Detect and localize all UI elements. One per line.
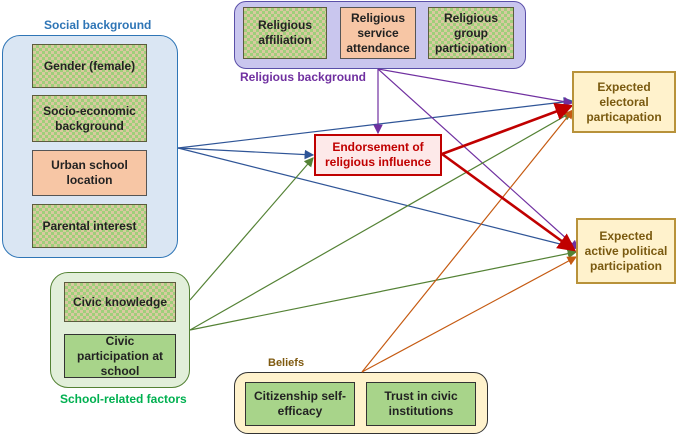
- arrow-beliefs-to-active: [361, 256, 578, 373]
- religious-attendance-box: Religious service attendance: [340, 7, 416, 59]
- arrow-social-to-electoral: [177, 97, 574, 149]
- arrow-beliefs-to-electoral: [361, 109, 574, 373]
- citizenship-self-efficacy-box: Citizenship self-efficacy: [245, 382, 355, 426]
- civic-participation-box: Civic participation at school: [64, 334, 176, 378]
- arrow-religious-to-electoral: [377, 68, 574, 107]
- social-background-label: Social background: [44, 18, 152, 32]
- religious-affiliation-box: Religious affiliation: [243, 7, 327, 59]
- parental-interest-box: Parental interest: [32, 204, 147, 248]
- arrow-school-to-endorsement: [189, 157, 314, 301]
- expected-active-box: Expected active political participation: [576, 218, 676, 284]
- arrow-endorsement-to-electoral: [441, 102, 574, 156]
- school-factors-label: School-related factors: [60, 392, 187, 406]
- endorsement-box: Endorsement of religious influence: [314, 134, 442, 176]
- beliefs-label: Beliefs: [268, 357, 305, 369]
- arrow-endorsement-to-active: [441, 152, 577, 252]
- expected-electoral-box: Expected electoral particapation: [572, 71, 676, 133]
- gender-box: Gender (female): [32, 44, 147, 88]
- urban-school-box: Urban school location: [32, 150, 147, 196]
- trust-civic-institutions-box: Trust in civic institutions: [366, 382, 476, 426]
- arrow-school-to-active: [189, 248, 578, 331]
- socio-economic-box: Socio-economic background: [32, 95, 147, 142]
- civic-knowledge-box: Civic knowledge: [64, 282, 176, 322]
- arrow-social-to-endorsement: [177, 147, 315, 160]
- religious-group-box: Religious group participation: [428, 7, 514, 59]
- arrow-school-to-electoral: [189, 111, 574, 331]
- arrow-social-to-active: [177, 147, 578, 251]
- religious-background-label: Religious background: [240, 70, 367, 84]
- arrow-religious-to-active: [377, 68, 579, 250]
